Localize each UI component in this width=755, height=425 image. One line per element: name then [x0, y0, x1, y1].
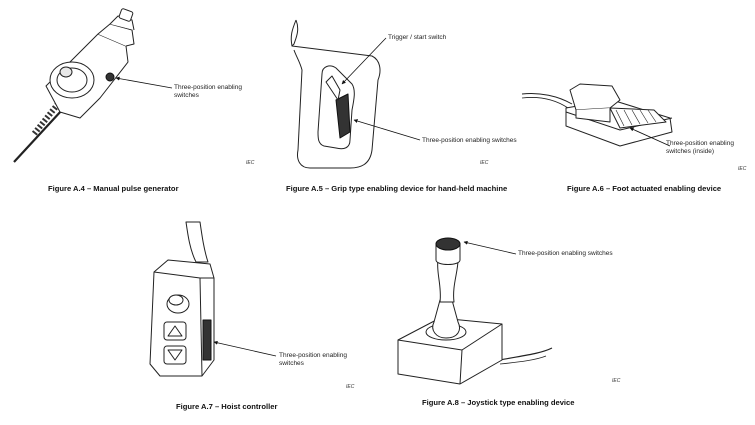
caption-a8: Figure A.8 – Joystick type enabling devi… [422, 398, 575, 407]
leader-line-a4 [115, 76, 173, 89]
label-a6-line2: switches (inside) [666, 148, 715, 155]
pulse-generator-cable [13, 102, 63, 163]
label-a6-line1: Three-position enabling [666, 140, 734, 147]
label-a7-line2: switches [279, 360, 304, 367]
leader-line-a8 [463, 240, 517, 255]
label-a5-enabling: Three-position enabling switches [422, 137, 517, 144]
label-a5-trigger: Trigger / start switch [388, 34, 447, 41]
iec-mark-a4: IEC [246, 160, 255, 166]
hoist-cable [185, 221, 209, 263]
joystick-cable [499, 347, 553, 361]
leader-line-a7 [213, 340, 277, 357]
joystick-boot [432, 299, 460, 339]
label-a4-line1: Three-position enabling [174, 84, 242, 91]
iec-mark-a8: IEC [612, 378, 621, 384]
caption-a5: Figure A.5 – Grip type enabling device f… [286, 184, 508, 193]
grip-device-drawing [290, 19, 421, 169]
enabling-grip-switch [335, 93, 351, 139]
label-a7-line1: Three-position enabling [279, 352, 347, 359]
pedal-plate [609, 107, 667, 129]
joystick-shaft [437, 259, 459, 303]
iec-mark-a6: IEC [738, 166, 747, 172]
pedal-cable [521, 93, 573, 105]
label-a8: Three-position enabling switches [518, 250, 613, 257]
leader-line-a5 [353, 119, 421, 141]
pulse-generator-drawing [13, 8, 173, 163]
hoist-enabling-switch [202, 319, 212, 361]
hoist-controller-drawing [149, 221, 277, 377]
caption-a7: Figure A.7 – Hoist controller [176, 402, 278, 411]
foot-pedal-drawing [521, 83, 673, 147]
enabling-switch [105, 72, 115, 82]
leader-line-trigger [341, 37, 387, 85]
caption-a6: Figure A.6 – Foot actuated enabling devi… [567, 184, 722, 193]
joystick-drawing [397, 237, 553, 385]
label-a4-line2: switches [174, 92, 199, 99]
iec-mark-a7: IEC [346, 384, 355, 390]
caption-a4: Figure A.4 – Manual pulse generator [48, 184, 179, 193]
joystick-enabling-switch [435, 237, 461, 251]
leader-line-a6 [629, 127, 671, 147]
pedal-cover [569, 83, 621, 111]
handwheel-knob [59, 66, 73, 78]
iec-mark-a5: IEC [480, 160, 489, 166]
